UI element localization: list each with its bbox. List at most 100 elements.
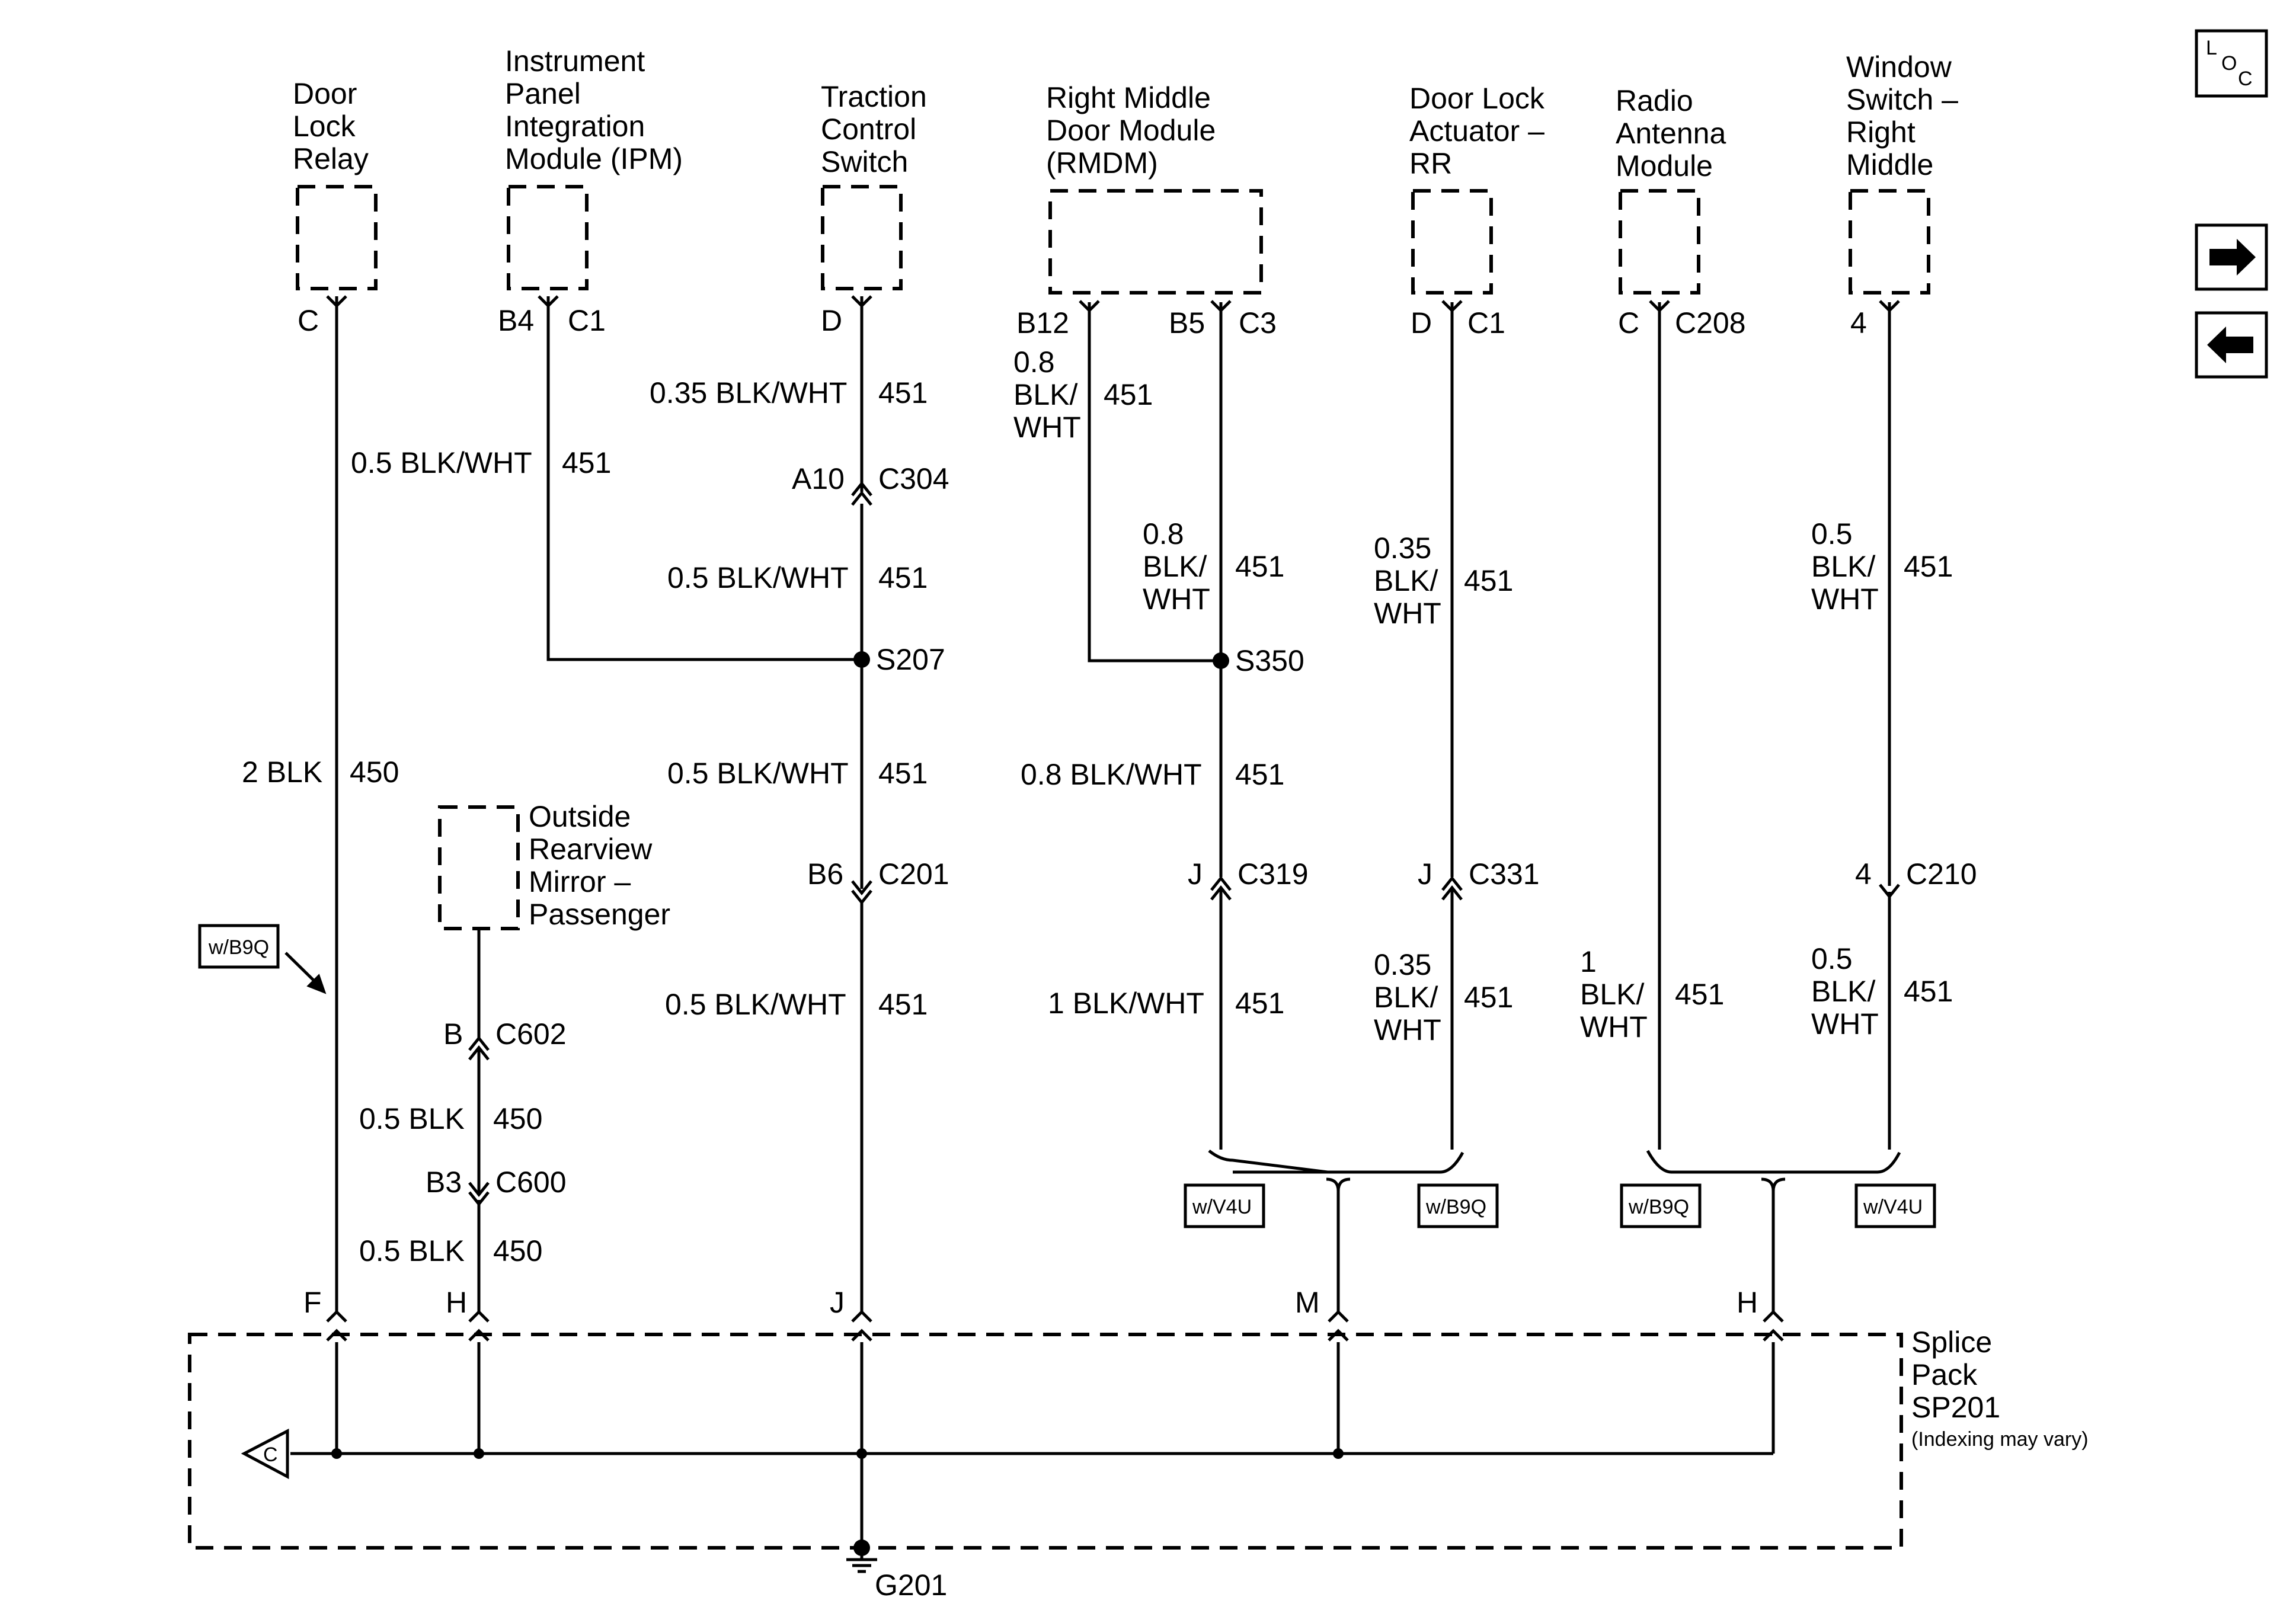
pin-label: H — [1737, 1286, 1758, 1319]
wire-rmdm-b12 — [1088, 302, 1221, 662]
wire-label: 1 BLK/WHT — [1048, 987, 1204, 1020]
wire-label: 0.5 BLK/WHT — [351, 446, 532, 479]
svg-text:w/B9Q: w/B9Q — [208, 936, 269, 959]
door-lock-relay-title: Door Lock Relay — [293, 77, 369, 175]
rmdm-box — [1048, 189, 1263, 295]
svg-text:w/B9Q: w/B9Q — [1425, 1196, 1486, 1218]
connector-label: B6 — [807, 857, 843, 891]
s207-dot — [853, 651, 870, 668]
wire-label: 0.5 BLK/WHT — [667, 757, 849, 790]
connector-label: C319 — [1237, 857, 1309, 891]
pin-label: M — [1295, 1286, 1320, 1319]
option-join-right — [1761, 1177, 1786, 1313]
pin-label: F — [303, 1286, 322, 1319]
svg-text:w/V4U: w/V4U — [1192, 1196, 1252, 1218]
wire-label: 0.8 BLK/ WHT — [1143, 517, 1215, 616]
bus-dot-m — [1333, 1448, 1344, 1459]
wire-circuit: 450 — [493, 1234, 542, 1267]
pin-label: B12 — [1016, 306, 1069, 340]
connector-label: B — [443, 1017, 463, 1051]
s350-dot — [1213, 652, 1229, 669]
rmdm-title: Right Middle Door Module (RMDM) — [1046, 81, 1224, 180]
connector-glyphs — [326, 295, 1900, 1342]
pin-label: J — [830, 1286, 845, 1319]
mirror-title: Outside Rearview Mirror – Passenger — [529, 800, 670, 931]
wire-label: 0.8 BLK/ WHT — [1013, 345, 1086, 444]
wire-circuit: 451 — [878, 988, 928, 1021]
connector-label: C600 — [495, 1166, 567, 1199]
wire-circuit: 451 — [1104, 378, 1153, 411]
wire-circuit: 451 — [878, 376, 928, 409]
option-tag-1: w/B9Q — [198, 924, 280, 969]
wire-circuit: 451 — [1235, 987, 1284, 1020]
wire-label: 2 BLK — [242, 756, 322, 789]
option-bus-left — [1208, 1150, 1464, 1174]
pin-label: D — [821, 304, 842, 337]
arrow-right-icon — [2209, 239, 2256, 276]
splice-label-s350: S350 — [1235, 644, 1304, 677]
pin-label: D — [1411, 306, 1432, 340]
connector-label: C331 — [1469, 857, 1540, 891]
option-arrow — [284, 952, 327, 994]
pin-label: C — [1618, 306, 1639, 340]
splice-pack-box — [188, 1333, 1903, 1550]
svg-text:w/B9Q: w/B9Q — [1628, 1196, 1689, 1218]
wire-circuit: 450 — [350, 756, 399, 789]
wire-circuit: 451 — [1235, 550, 1284, 583]
splice-pack-title: Splice Pack SP201 — [1911, 1326, 2000, 1424]
radio-antenna-title: Radio Antenna Module — [1616, 84, 1734, 183]
traction-switch-box — [821, 185, 903, 290]
loc-button[interactable]: L O C — [2195, 29, 2268, 98]
wire-circuit: 451 — [1464, 564, 1513, 597]
option-bus-right — [1646, 1150, 1901, 1174]
splice-pack-note: (Indexing may vary) — [1911, 1428, 2089, 1451]
connector-label: J — [1418, 857, 1432, 891]
mirror-box — [438, 805, 520, 930]
loc-letter-c: C — [2238, 68, 2253, 90]
wire-circuit: 451 — [1464, 981, 1513, 1014]
connector-label: J — [1188, 857, 1203, 891]
pin-label: B5 — [1169, 306, 1205, 340]
wire-circuit: 451 — [1904, 975, 1953, 1008]
wire-label: 0.35 BLK/ WHT — [1374, 948, 1446, 1046]
wire-label: 0.5 BLK/ WHT — [1811, 942, 1884, 1041]
wire-circuit: 450 — [493, 1102, 542, 1135]
wire-label: 0.5 BLK/ WHT — [1811, 517, 1884, 616]
door-lock-relay-box — [296, 185, 378, 290]
connector-label: C602 — [495, 1017, 567, 1051]
wire-ipm — [546, 296, 862, 661]
option-tag-4: w/B9Q — [1620, 1183, 1702, 1228]
connector-label: A10 — [792, 462, 845, 495]
loc-letter-o: O — [2221, 52, 2237, 75]
wire-label: 0.5 BLK — [359, 1234, 465, 1267]
connector-label: 4 — [1855, 857, 1872, 891]
wire-circuit: 451 — [878, 757, 928, 790]
traction-switch-title: Traction Control Switch — [821, 80, 935, 178]
ground-icon — [846, 1558, 877, 1573]
wire-circuit: 451 — [878, 561, 928, 594]
connector-label: B3 — [426, 1166, 462, 1199]
ipm-box — [507, 185, 589, 290]
ground-label: G201 — [875, 1569, 947, 1602]
next-page-button[interactable] — [2195, 223, 2268, 291]
radio-antenna-box — [1619, 189, 1700, 295]
option-tag-5: w/V4U — [1854, 1183, 1936, 1228]
window-switch-title: Window Switch – Right Middle — [1846, 50, 1966, 181]
pin-label: C1 — [1467, 306, 1505, 340]
pin-label: C3 — [1239, 306, 1277, 340]
bus-dot-f — [331, 1448, 342, 1459]
door-lock-actuator-box — [1411, 189, 1493, 295]
wire-label: 0.35 BLK/ WHT — [1374, 532, 1446, 630]
ipm-title: Instrument Panel Integration Module (IPM… — [505, 44, 683, 175]
wire-circuit: 451 — [1904, 550, 1953, 583]
wire-label: 0.35 BLK/WHT — [650, 376, 847, 409]
splice-label-s207: S207 — [876, 643, 945, 676]
wire-circuit: 451 — [1675, 978, 1724, 1011]
option-join-left — [1326, 1177, 1351, 1313]
pin-label: C208 — [1675, 306, 1746, 340]
previous-page-button[interactable] — [2195, 311, 2268, 379]
pin-label: C — [298, 304, 319, 337]
connector-label: C210 — [1906, 857, 1977, 891]
wire-label: 1 BLK/ WHT — [1580, 945, 1652, 1044]
wire-circuit: 451 — [1235, 758, 1284, 791]
